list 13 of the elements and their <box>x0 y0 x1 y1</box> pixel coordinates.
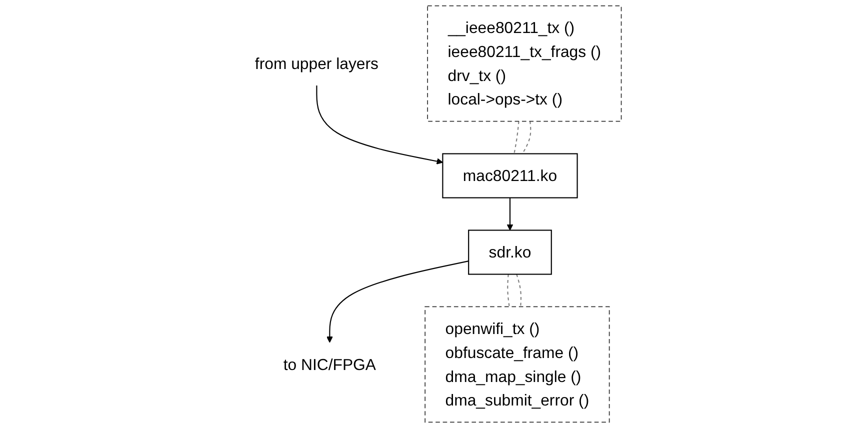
node-box: __ieee80211_tx () ieee80211_tx_frags () drv_tx () local->ops->tx () <box>427 5 622 122</box>
node-text: from upper layers <box>254 54 378 73</box>
node-text: to NIC/FPGA <box>283 355 376 374</box>
connector <box>507 274 510 307</box>
node-box: mac80211.ko <box>442 153 578 198</box>
connector <box>514 121 520 154</box>
node-box: sdr.ko <box>468 230 552 275</box>
arrow <box>506 198 514 231</box>
arrow <box>316 86 443 164</box>
connector <box>522 121 532 154</box>
node-box: openwifi_tx () obfuscate_frame () dma_map_single () dma_submit_error () <box>424 306 610 423</box>
arrow <box>326 260 469 343</box>
connector <box>516 274 522 307</box>
